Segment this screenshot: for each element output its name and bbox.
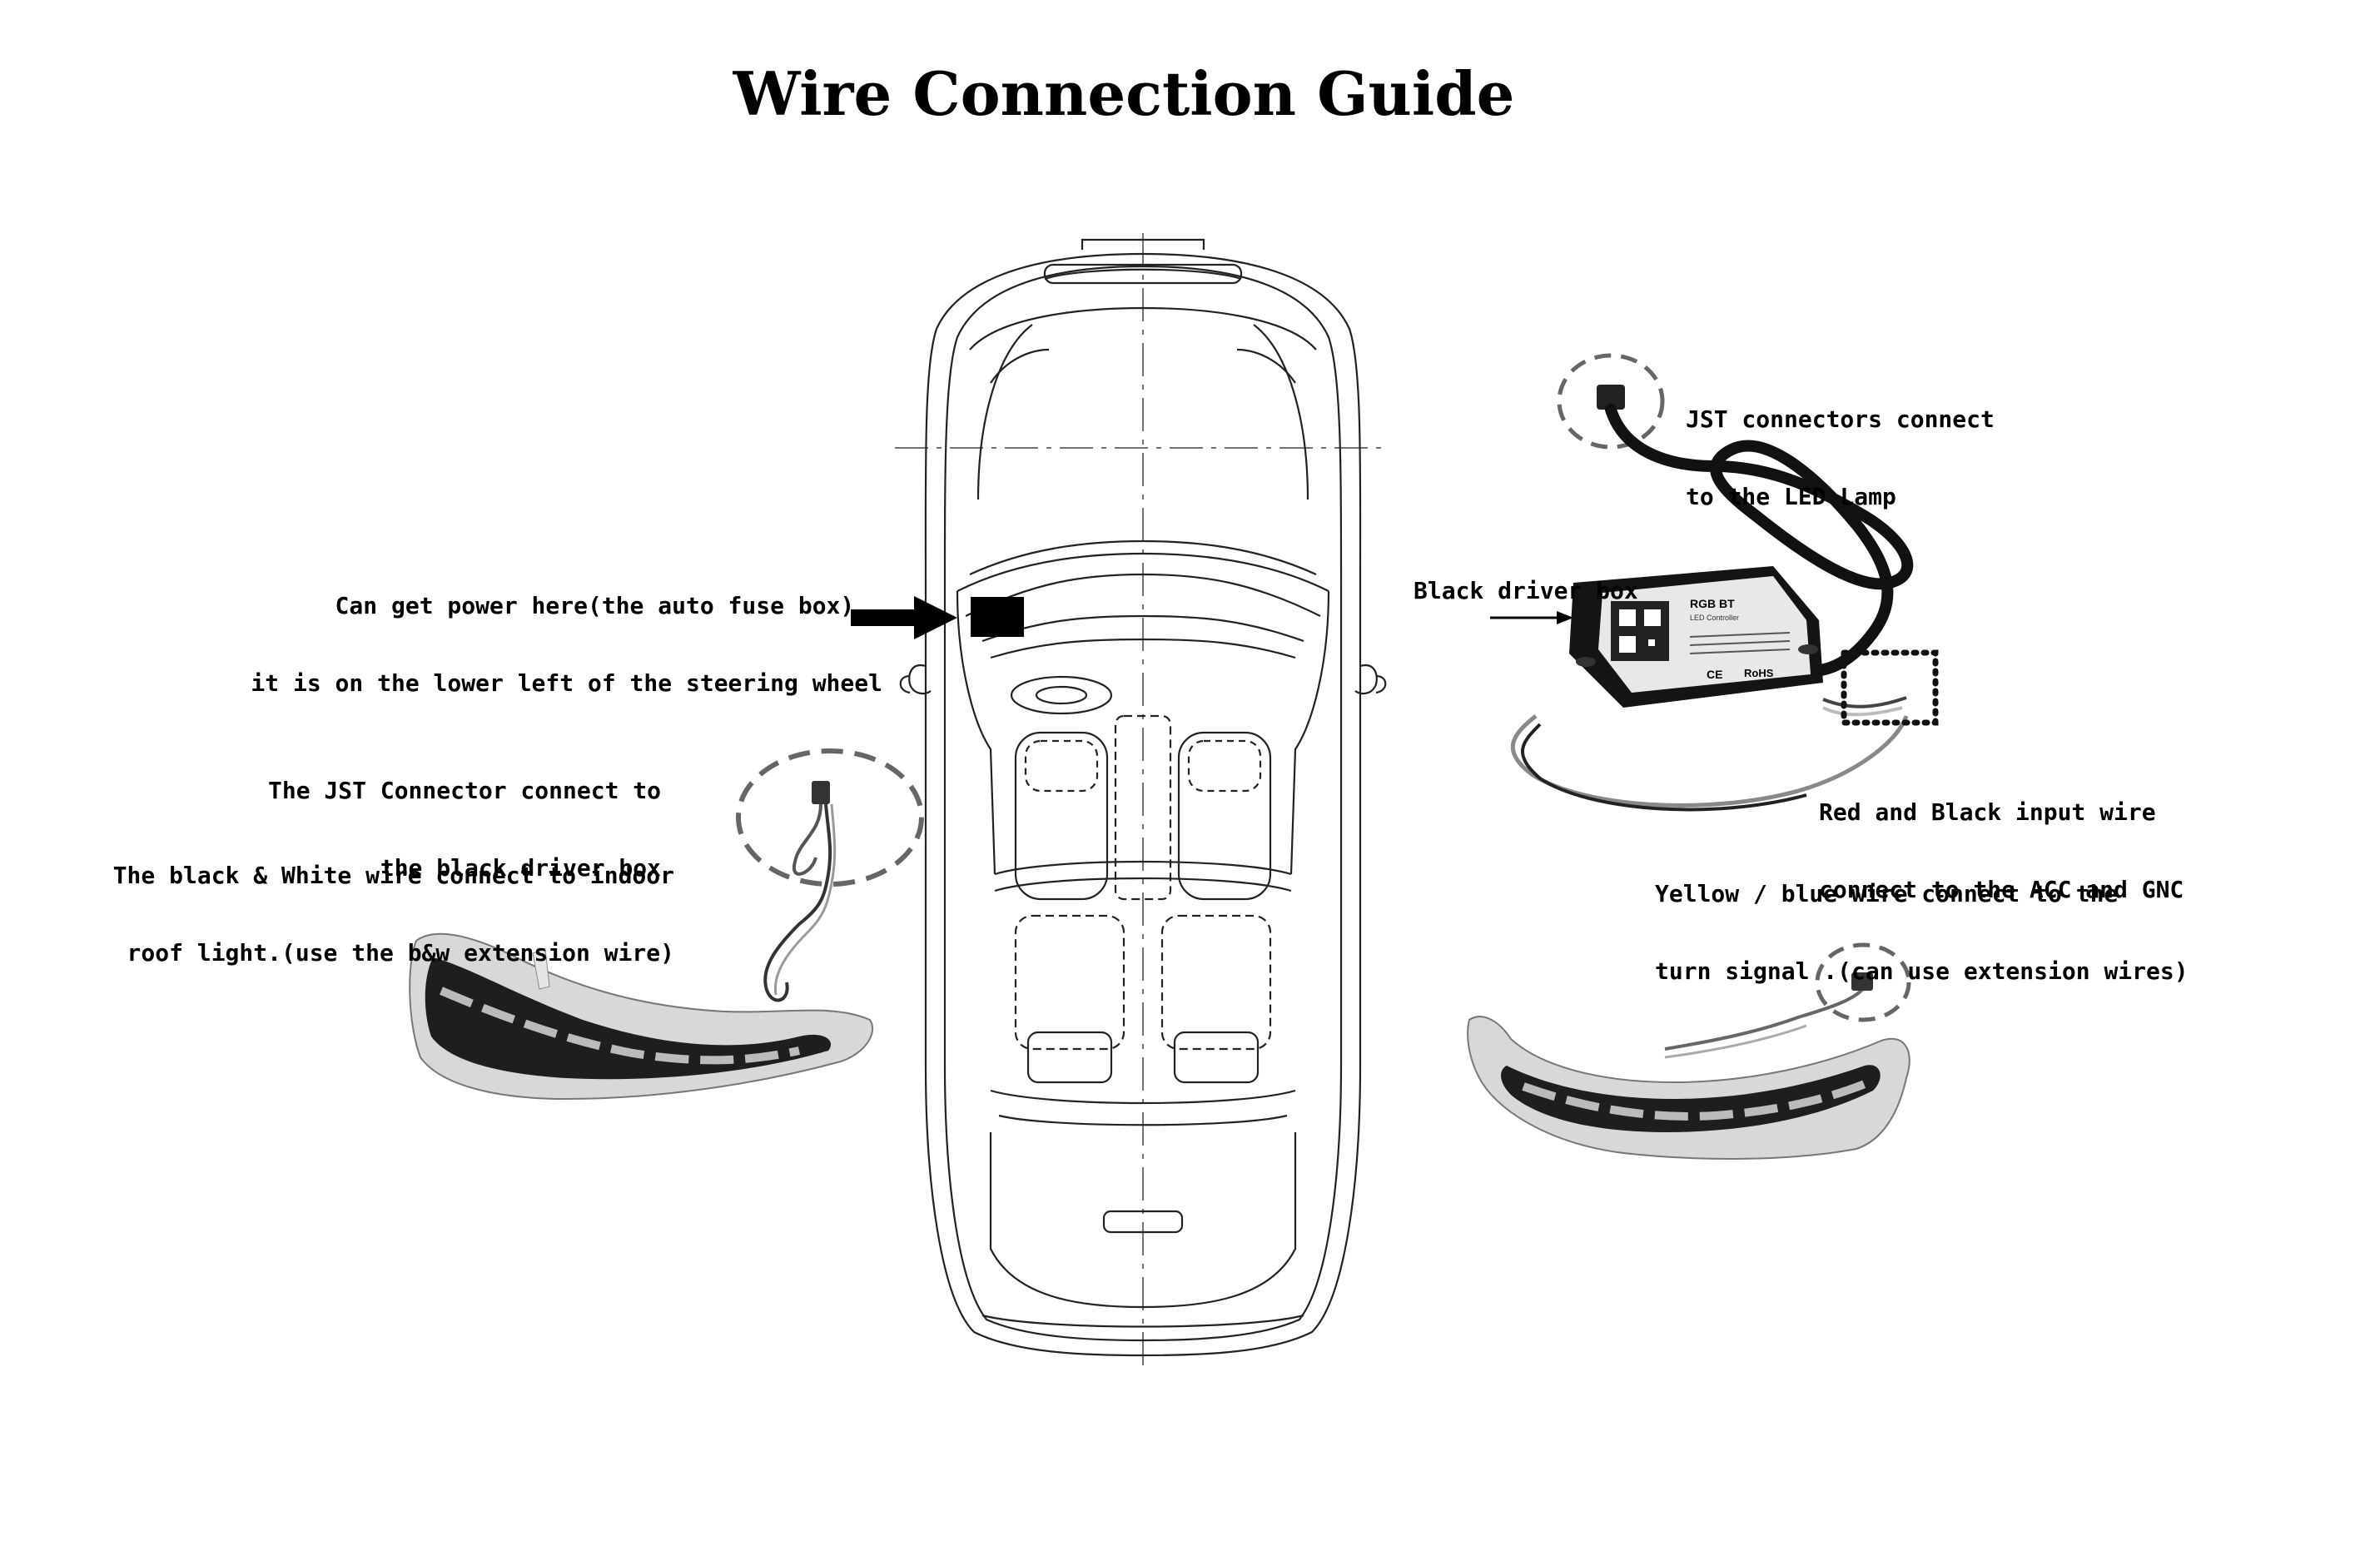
turn-signal-label-line2: turn signal .(can use extension wires) <box>1655 957 2189 985</box>
car-top-view <box>895 233 1387 1365</box>
input-wire-highlight <box>1841 649 1939 726</box>
jst-connector-highlight <box>736 748 924 887</box>
left-jst-callout <box>736 748 924 1002</box>
rohs-mark: RoHS <box>1744 667 1774 679</box>
black-driver-box: RGB BT LED Controller CE RoHS <box>1490 566 1909 812</box>
jst-connector-highlight <box>1815 942 1911 1022</box>
fuse-box-label-line1: Can get power here(the auto fuse box) , <box>335 592 882 619</box>
page-title: Wire Connection Guide <box>733 58 1515 129</box>
jst-lamp-label-line1: JST connectors connect <box>1686 405 1995 433</box>
jst-driver-label-line1: The JST Connector connect to <box>267 777 661 804</box>
driver-box-label: Black driver box <box>1414 577 1638 604</box>
fuse-box-marker <box>971 597 1024 637</box>
arrow-right-icon <box>851 596 957 639</box>
box-brand: RGB BT <box>1690 597 1735 610</box>
fuse-box-label-line2: it is on the lower left of the steering … <box>251 669 882 697</box>
jst-driver-label-line2: the black driver box <box>380 854 661 882</box>
right-led-lamp <box>1467 942 1911 1160</box>
jst-connector-highlight <box>1557 353 1665 450</box>
bw-wire-label-line1: The black & White wire connect to indoor <box>112 862 674 889</box>
input-wires-callout <box>1822 649 1939 726</box>
lamp-cable-callout <box>1557 353 1914 678</box>
jst-lamp-label: JST connectors connect to the LED Lamp <box>1686 355 1995 535</box>
jst-driver-label: The JST Connector connect to the black d… <box>83 726 661 907</box>
left-led-lamp <box>409 932 874 1101</box>
arrow-right-icon <box>1557 611 1573 624</box>
input-wire-label-line2: connect to the ACC and GNC <box>1819 876 2184 903</box>
ce-mark: CE <box>1707 668 1722 681</box>
fuse-box-label: Can get power here(the auto fuse box) , … <box>166 541 882 722</box>
bw-wire-label-line2: roof light.(use the b&w extension wire) <box>127 939 674 967</box>
jst-lamp-label-line2: to the LED Lamp <box>1686 483 1896 510</box>
input-wire-label-line1: Red and Black input wire <box>1819 798 2156 826</box>
turn-signal-label: Yellow / blue wire connect to the turn s… <box>1655 829 2189 1010</box>
turn-signal-label-line1: Yellow / blue wire connect to the <box>1655 880 2119 907</box>
input-wire-label: Red and Black input wire connect to the … <box>1819 748 2184 928</box>
bw-wire-label: The black & White wire connect to indoor… <box>50 811 674 992</box>
fuse-box-callout <box>851 596 1024 639</box>
box-subtitle: LED Controller <box>1690 614 1739 622</box>
